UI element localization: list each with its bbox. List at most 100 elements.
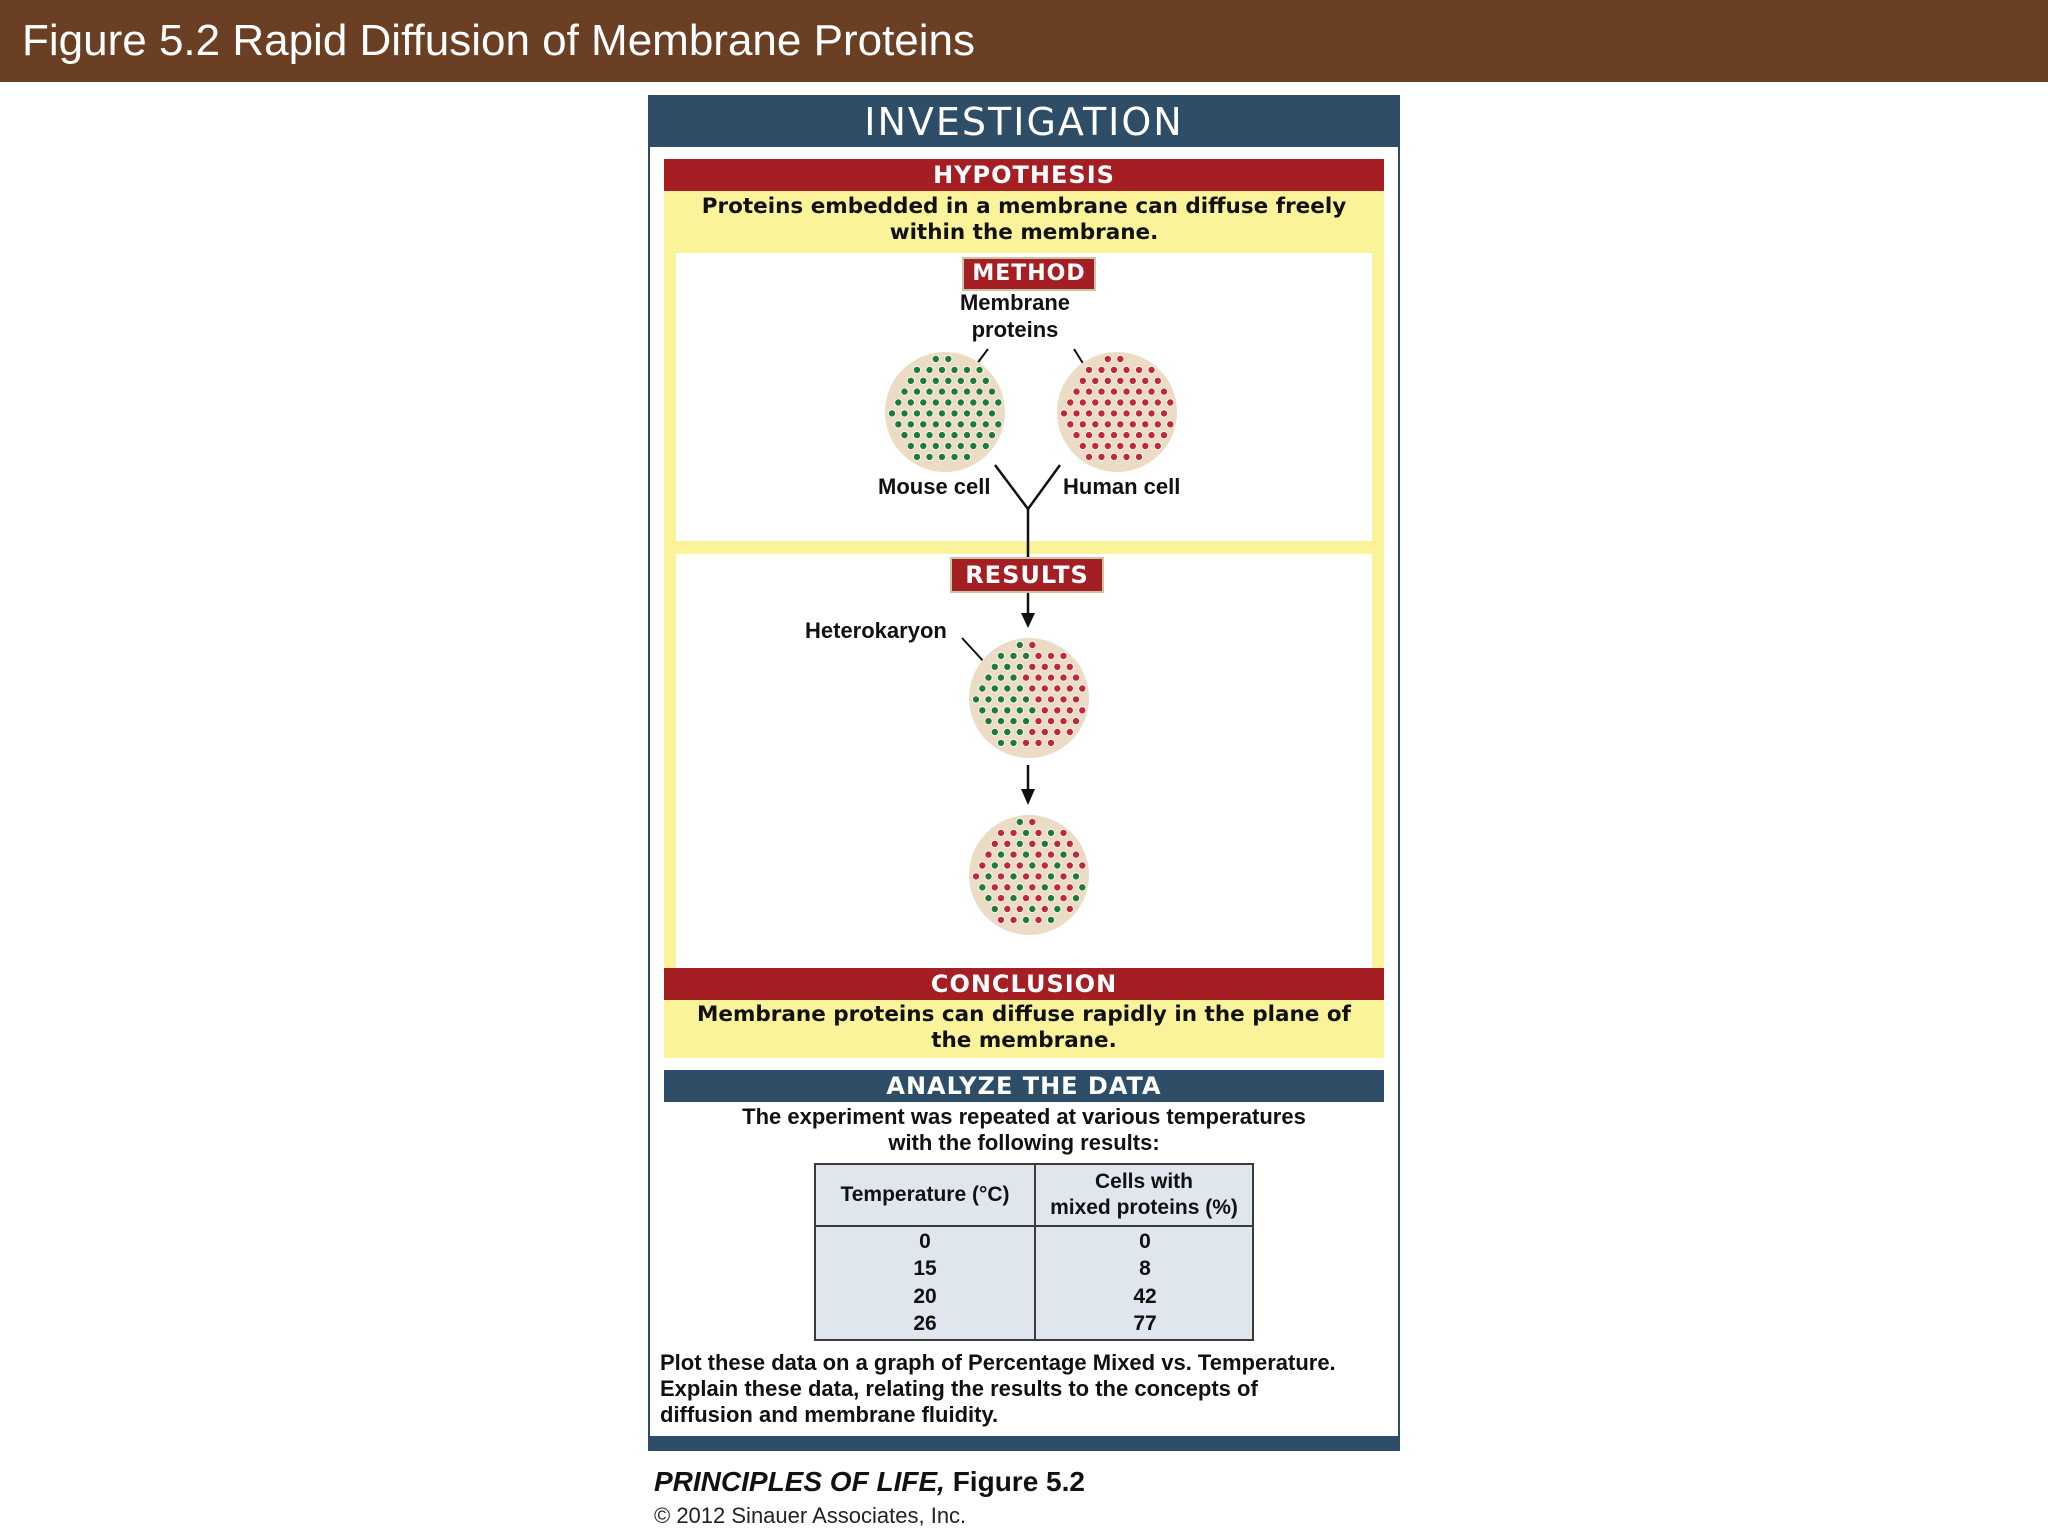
membrane-protein-dot bbox=[1015, 684, 1024, 693]
membrane-protein-dot bbox=[956, 376, 965, 385]
conclusion-line-1: Membrane proteins can diffuse rapidly in… bbox=[697, 1002, 1351, 1027]
membrane-protein-dot bbox=[1166, 398, 1175, 407]
membrane-protein-dot bbox=[1166, 420, 1175, 429]
membrane-protein-dot bbox=[1097, 431, 1106, 440]
membrane-protein-dot bbox=[937, 452, 946, 461]
membrane-protein-dot bbox=[996, 850, 1005, 859]
membrane-protein-dot bbox=[1065, 662, 1074, 671]
copyright: © 2012 Sinauer Associates, Inc. bbox=[654, 1503, 967, 1528]
membrane-protein-dot bbox=[996, 828, 1005, 837]
table-cell-mixed: 77 bbox=[1133, 1312, 1157, 1335]
membrane-protein-dot bbox=[1109, 452, 1118, 461]
results-box bbox=[676, 554, 1372, 1050]
membrane-protein-dot bbox=[925, 365, 934, 374]
membrane-protein-dot bbox=[1078, 420, 1087, 429]
membrane-protein-dot bbox=[1053, 684, 1062, 693]
membrane-protein-dot bbox=[1116, 420, 1125, 429]
membrane-protein-dot bbox=[962, 409, 971, 418]
fusion-arrow-head bbox=[1021, 613, 1035, 628]
membrane-protein-dot bbox=[1028, 861, 1037, 870]
table-cell-temperature: 15 bbox=[913, 1257, 937, 1280]
membrane-protein-dot bbox=[1053, 905, 1062, 914]
membrane-protein-dot bbox=[894, 398, 903, 407]
membrane-protein-dot bbox=[1034, 915, 1043, 924]
membrane-protein-dot bbox=[1116, 441, 1125, 450]
membrane-protein-dot bbox=[912, 452, 921, 461]
membrane-protein-dot bbox=[1134, 387, 1143, 396]
membrane-protein-dot bbox=[919, 420, 928, 429]
table-header-mixed-line-1: Cells with bbox=[1094, 1170, 1194, 1193]
membrane-protein-dot bbox=[1034, 894, 1043, 903]
membrane-protein-dot bbox=[1028, 839, 1037, 848]
membrane-protein-dot bbox=[990, 883, 999, 892]
analyze-task-line-1: Plot these data on a graph of Percentage… bbox=[660, 1350, 1336, 1375]
membrane-protein-dot bbox=[1071, 717, 1080, 726]
membrane-protein-dot bbox=[996, 695, 1005, 704]
membrane-protein-dot bbox=[944, 376, 953, 385]
membrane-protein-dot bbox=[962, 452, 971, 461]
membrane-protein-dot bbox=[1065, 728, 1074, 737]
diagram-svg bbox=[885, 348, 1177, 935]
membrane-protein-dot bbox=[1015, 662, 1024, 671]
membrane-protein-dot bbox=[931, 398, 940, 407]
table-header-mixed-line-2: mixed proteins (%) bbox=[1050, 1196, 1238, 1219]
hypothesis-line-1: Proteins embedded in a membrane can diff… bbox=[701, 194, 1347, 219]
membrane-protein-dot bbox=[1040, 905, 1049, 914]
membrane-protein-dot bbox=[981, 420, 990, 429]
membrane-protein-dot bbox=[962, 431, 971, 440]
membrane-protein-dot bbox=[1128, 420, 1137, 429]
membrane-protein-dot bbox=[887, 409, 896, 418]
membrane-protein-dot bbox=[1153, 398, 1162, 407]
membrane-protein-dot bbox=[994, 420, 1003, 429]
table-cell-mixed: 8 bbox=[1139, 1257, 1151, 1280]
membrane-protein-dot bbox=[987, 431, 996, 440]
membrane-protein-dot bbox=[1059, 894, 1068, 903]
membrane-protein-dot bbox=[1021, 651, 1030, 660]
membrane-protein-dot bbox=[944, 441, 953, 450]
membrane-protein-dot bbox=[1021, 894, 1030, 903]
membrane-protein-dot bbox=[1046, 872, 1055, 881]
membrane-protein-dot bbox=[1009, 894, 1018, 903]
membrane-protein-dot bbox=[1147, 387, 1156, 396]
title-bar: Figure 5.2 Rapid Diffusion of Membrane P… bbox=[0, 0, 2048, 82]
membrane-protein-dot bbox=[1015, 905, 1024, 914]
table-header-temperature-text: Temperature (°C) bbox=[840, 1183, 1010, 1206]
table-cell-temperature: 26 bbox=[913, 1312, 937, 1335]
membrane-protein-dot bbox=[1078, 883, 1087, 892]
membrane-protein-dot bbox=[1122, 387, 1131, 396]
membrane-protein-dot bbox=[1103, 420, 1112, 429]
membrane-protein-dot bbox=[996, 651, 1005, 660]
analyze-the-data-label: ANALYZE THE DATA bbox=[664, 1070, 1384, 1102]
membrane-protein-dot bbox=[1153, 441, 1162, 450]
membrane-protein-dot bbox=[1066, 420, 1075, 429]
membrane-protein-dot bbox=[1141, 376, 1150, 385]
membrane-protein-dot bbox=[996, 717, 1005, 726]
membrane-protein-dot bbox=[1109, 409, 1118, 418]
membrane-protein-dot bbox=[1134, 431, 1143, 440]
membrane-protein-dot bbox=[1009, 651, 1018, 660]
membrane-protein-dot bbox=[1028, 728, 1037, 737]
table-cell-temperature: 20 bbox=[913, 1285, 937, 1308]
membrane-protein-dot bbox=[962, 387, 971, 396]
membrane-protein-dot bbox=[1078, 684, 1087, 693]
membrane-protein-dot bbox=[1084, 452, 1093, 461]
membrane-protein-dot bbox=[1134, 452, 1143, 461]
membrane-protein-dot bbox=[906, 420, 915, 429]
membrane-protein-dot bbox=[1021, 828, 1030, 837]
analyze-intro: The experiment was repeated at various t… bbox=[690, 1104, 1358, 1156]
table-header-mixed: Cells with mixed proteins (%) bbox=[1036, 1165, 1252, 1225]
membrane-protein-dot bbox=[1034, 717, 1043, 726]
membrane-protein-dot bbox=[1059, 872, 1068, 881]
membrane-protein-dot bbox=[919, 441, 928, 450]
membrane-protein-dot bbox=[1141, 398, 1150, 407]
analyze-task: Plot these data on a graph of Percentage… bbox=[660, 1350, 1390, 1428]
membrane-protein-dot bbox=[1009, 695, 1018, 704]
membrane-protein-dot bbox=[971, 695, 980, 704]
membrane-protein-dot bbox=[987, 387, 996, 396]
membrane-protein-dot bbox=[1053, 662, 1062, 671]
membrane-protein-dot bbox=[931, 354, 940, 363]
membrane-protein-dot bbox=[1046, 673, 1055, 682]
membrane-protein-dot bbox=[925, 387, 934, 396]
membrane-protein-dot bbox=[950, 431, 959, 440]
hypothesis-line-2: within the membrane. bbox=[889, 220, 1159, 245]
